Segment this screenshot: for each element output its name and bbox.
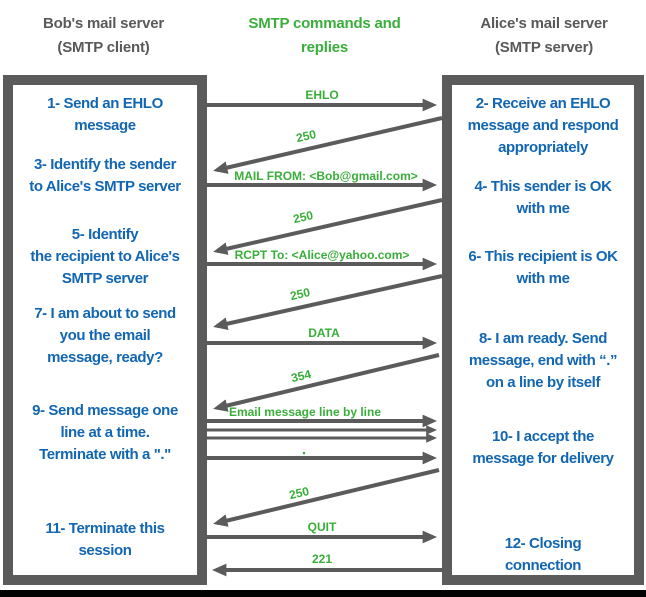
client-step-9: 9- Send message one line at a time. Term…: [32, 402, 178, 463]
arrow-reply-250-1: [213, 116, 443, 174]
client-step-3: 3- Identify the sender to Alice's SMTP s…: [29, 156, 181, 195]
label-221: 221: [312, 552, 332, 566]
label-354: 354: [290, 367, 313, 385]
label-rcpt-to: RCPT To: <Alice@yahoo.com>: [235, 248, 410, 262]
server-step-4: 4- This sender is OK with me: [474, 178, 612, 217]
server-box: 2- Receive an EHLO message and respond a…: [442, 75, 644, 585]
server-step-2: 2- Receive an EHLO message and respond a…: [467, 95, 619, 156]
arrow-reply-250-4: [213, 468, 440, 527]
server-step-8: 8- I am ready. Send message, end with “.…: [468, 330, 618, 391]
label-250-1: 250: [295, 127, 318, 145]
label-250-4: 250: [288, 484, 311, 502]
server-step-10: 10- I accept the message for delivery: [472, 428, 614, 467]
client-step-11: 11- Terminate this session: [45, 520, 165, 559]
label-data: DATA: [308, 326, 340, 340]
label-mail-from: MAIL FROM: <Bob@gmail.com>: [234, 169, 418, 183]
label-quit: QUIT: [308, 520, 337, 534]
arrow-reply-250-2: [213, 198, 443, 255]
client-step-7: 7- I am about to send you the email mess…: [34, 305, 176, 366]
label-250-3: 250: [289, 285, 312, 303]
client-header: Bob's mail server (SMTP client): [42, 15, 165, 56]
dot-terminator-marker: ▪: [302, 448, 305, 458]
footer-bar: [0, 590, 646, 597]
client-step-1: 1- Send an EHLO message: [47, 95, 163, 134]
server-step-12: 12- Closing connection: [504, 535, 582, 574]
arrow-reply-250-3: [213, 274, 443, 330]
server-step-6: 6- This recipient is OK with me: [468, 248, 618, 287]
label-ehlo: EHLO: [305, 88, 338, 102]
commands-header: SMTP commands and replies: [248, 15, 401, 56]
label-email-message: Email message line by line: [229, 405, 381, 419]
client-box: 1- Send an EHLO message 3- Identify the …: [3, 75, 207, 585]
arrow-reply-354: [213, 353, 440, 412]
client-step-5: 5- Identify the recipient to Alice's SMT…: [30, 226, 180, 287]
label-250-2: 250: [292, 208, 315, 226]
server-header: Alice's mail server (SMTP server): [480, 15, 608, 56]
